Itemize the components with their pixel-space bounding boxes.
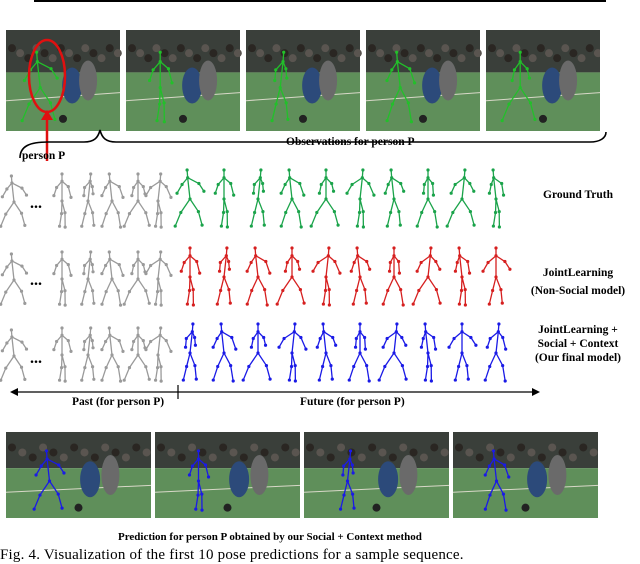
future-pose-2-2: [215, 246, 232, 306]
past-pose-1-2: [80, 172, 96, 228]
prediction-label: Prediction for person P obtained by our …: [118, 531, 422, 543]
future-pose-2-8: [411, 246, 442, 306]
past-pose-1-1: [52, 172, 73, 229]
timeline: [10, 385, 540, 399]
future-pose-2-5: [311, 246, 342, 307]
row-label-non-social: JointLearning (Non-Social model): [530, 267, 626, 297]
prediction-frame-4: [452, 432, 599, 518]
future-pose-3-8: [419, 322, 438, 383]
past-pose-2-5: [144, 250, 173, 307]
future-pose-1-3: [249, 168, 266, 228]
prediction-frames: [5, 432, 600, 518]
past-arrow-head: [10, 388, 18, 396]
future-pose-1-6: [345, 168, 376, 229]
observation-frame-5: [485, 30, 602, 131]
person-arrow-head: [41, 110, 53, 120]
skeleton-rows: [0, 168, 512, 383]
future-pose-1-2: [213, 168, 236, 229]
observation-frame-player-2: [147, 50, 174, 124]
future-pose-1-7: [383, 168, 406, 228]
future-pose-3-1: [181, 322, 198, 382]
past-pose-3-5: [144, 326, 173, 383]
row-ellipsis-1: ...: [30, 195, 42, 212]
figure-caption: Fig. 4. Visualization of the first 10 po…: [0, 547, 464, 563]
future-pose-2-9: [453, 246, 472, 307]
future-pose-3-10: [483, 322, 508, 383]
observation-frame-player-3: [270, 50, 290, 123]
observation-frame-player-5: [500, 50, 537, 123]
future-pose-3-2: [211, 322, 238, 383]
past-pose-first-1: [0, 174, 29, 228]
future-pose-3-3: [241, 322, 272, 382]
future-pose-3-7: [377, 322, 408, 382]
observations-label: Observations for person P: [286, 136, 415, 148]
future-label: Future (for person P): [300, 396, 405, 408]
prediction-frame-1: [5, 432, 152, 518]
future-arrow-head: [532, 388, 540, 396]
past-pose-first-2: [0, 252, 29, 306]
prediction-frame-player-4: [483, 449, 511, 512]
future-pose-2-10: [481, 246, 512, 306]
future-pose-2-3: [245, 246, 272, 307]
observation-frames: [5, 30, 602, 131]
past-label: Past (for person P): [72, 396, 165, 408]
past-pose-1-5: [144, 172, 173, 229]
past-pose-first-3: [0, 328, 29, 382]
prediction-frame-player-1: [32, 449, 66, 511]
observation-brace: [19, 129, 607, 159]
prediction-frame-2: [154, 432, 301, 518]
future-pose-3-6: [347, 322, 371, 383]
future-pose-1-9: [445, 168, 476, 228]
past-pose-3-1: [52, 326, 73, 383]
row-ellipsis-2: ...: [30, 272, 42, 289]
future-pose-3-9: [447, 322, 478, 382]
top-rule: [34, 0, 606, 2]
row-label-ground-truth: Ground Truth: [543, 189, 613, 201]
future-pose-3-5: [315, 322, 338, 382]
prediction-frame-3: [303, 432, 450, 518]
past-pose-3-2: [80, 326, 96, 382]
observation-frame-player-4: [385, 50, 417, 124]
past-pose-1-3: [100, 172, 125, 229]
future-pose-1-8: [415, 168, 439, 229]
past-pose-3-3: [100, 326, 125, 383]
observation-frame-4: [365, 30, 482, 131]
prediction-frame-player-2: [187, 449, 211, 512]
future-pose-2-7: [381, 246, 405, 307]
future-pose-2-6: [349, 246, 372, 306]
future-pose-1-10: [487, 168, 506, 229]
future-pose-2-4: [275, 246, 306, 306]
prediction-frame-player-3: [338, 449, 356, 511]
row-label-final-model: JointLearning + Social + Context (Our fi…: [534, 324, 622, 364]
past-pose-3-4: [122, 326, 151, 382]
past-pose-2-3: [100, 250, 125, 307]
future-pose-1-1: [173, 168, 206, 228]
future-pose-3-4: [277, 322, 308, 383]
past-pose-2-4: [122, 250, 151, 306]
person-marker-label: person P: [22, 150, 66, 162]
observation-frame-3: [245, 30, 362, 131]
observation-frame-1: [5, 30, 122, 131]
past-pose-2-1: [52, 250, 73, 307]
person-ellipse: [27, 38, 67, 114]
future-pose-1-5: [309, 168, 340, 228]
future-pose-2-1: [179, 246, 202, 307]
future-pose-1-4: [279, 168, 306, 229]
observation-frame-2: [125, 30, 242, 131]
person-highlight: [27, 38, 67, 161]
past-pose-1-4: [122, 172, 151, 228]
row-ellipsis-3: ...: [30, 350, 42, 367]
past-pose-2-2: [80, 250, 96, 306]
